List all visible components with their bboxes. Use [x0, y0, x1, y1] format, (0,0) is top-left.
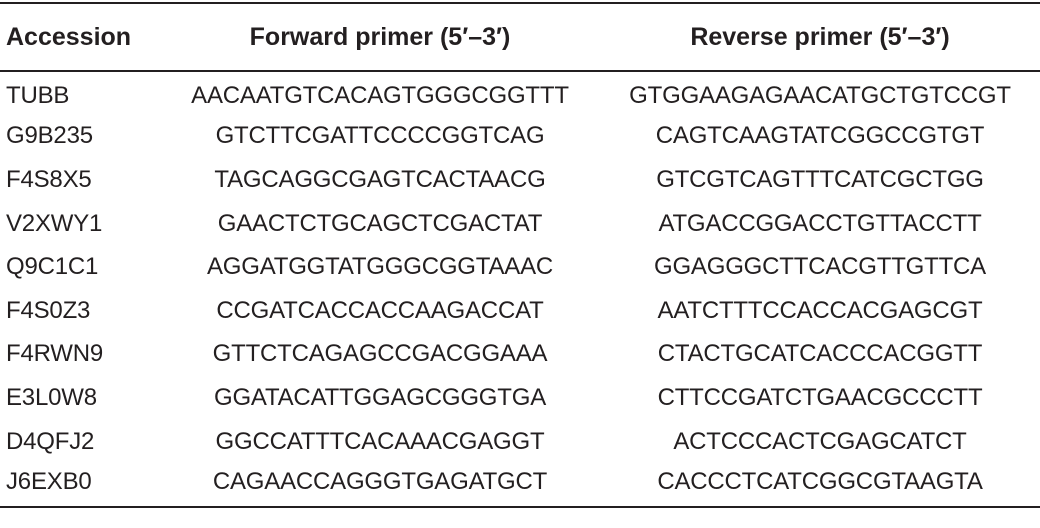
reverse-primer-cell: CTTCCGATCTGAACGCCCTT [657, 383, 983, 411]
header-forward-primer: Forward primer (5′–3′) [160, 2, 600, 72]
accession-cell: F4S0Z3 [6, 296, 91, 324]
accession-cell: D4QFJ2 [6, 427, 95, 455]
accession-cell: F4S8X5 [6, 165, 92, 193]
reverse-primer-cell: AATCTTTCCACCACGAGCGT [657, 296, 983, 324]
reverse-primer-cell: CAGTCAAGTATCGGCCGTGT [655, 122, 985, 150]
accession-cell: J6EXB0 [0, 463, 160, 508]
table-row: F4S8X5 TAGCAGGCGAGTCACTAACG GTCGTCAGTTTC… [0, 158, 1040, 202]
forward-primer-cell: CCGATCACCACCAAGACCAT [216, 296, 544, 324]
header-row: Accession Forward primer (5′–3′) Reverse… [0, 2, 1040, 72]
primer-table: Accession Forward primer (5′–3′) Reverse… [0, 2, 1040, 508]
accession-cell: V2XWY1 [6, 209, 103, 237]
accession-cell: Q9C1C1 [6, 253, 99, 281]
accession-cell: G9B235 [6, 122, 93, 150]
reverse-primer-cell: ATGACCGGACCTGTTACCTT [658, 209, 982, 237]
forward-primer-cell: TAGCAGGCGAGTCACTAACG [214, 165, 546, 193]
forward-primer-cell: GTTCTCAGAGCCGACGGAAA [212, 340, 548, 368]
table-row: G9B235 GTCTTCGATTCCCCGGTCAG CAGTCAAGTATC… [0, 115, 1040, 159]
table-row: D4QFJ2 GGCCATTTCACAAACGAGGT ACTCCCACTCGA… [0, 420, 1040, 464]
header-reverse-primer: Reverse primer (5′–3′) [600, 2, 1040, 72]
forward-primer-cell: AACAATGTCACAGTGGGCGGTTT [191, 82, 569, 110]
accession-cell: TUBB [6, 82, 70, 110]
reverse-primer-cell: GTCGTCAGTTTCATCGCTGG [656, 165, 984, 193]
reverse-primer-cell: CACCCTCATCGGCGTAAGTA [600, 463, 1040, 508]
forward-primer-cell: GGCCATTTCACAAACGAGGT [215, 427, 545, 455]
header-accession: Accession [0, 2, 160, 72]
table-row: V2XWY1 GAACTCTGCAGCTCGACTAT ATGACCGGACCT… [0, 202, 1040, 246]
accession-cell: E3L0W8 [6, 383, 97, 411]
table-row: F4S0Z3 CCGATCACCACCAAGACCAT AATCTTTCCACC… [0, 289, 1040, 333]
table-body: TUBB AACAATGTCACAGTGGGCGGTTT GTGGAAGAGAA… [0, 71, 1040, 508]
forward-primer-cell: AGGATGGTATGGGCGGTAAAC [206, 253, 554, 281]
reverse-primer-cell: GGAGGGCTTCACGTTGTTCA [654, 253, 986, 281]
reverse-primer-cell: CTACTGCATCACCCACGGTT [657, 340, 983, 368]
accession-cell: F4RWN9 [6, 340, 104, 368]
table-row: TUBB AACAATGTCACAGTGGGCGGTTT GTGGAAGAGAA… [0, 71, 1040, 115]
table-header: Accession Forward primer (5′–3′) Reverse… [0, 2, 1040, 72]
table-row: E3L0W8 GGATACATTGGAGCGGGTGA CTTCCGATCTGA… [0, 376, 1040, 420]
reverse-primer-cell: ACTCCCACTCGAGCATCT [673, 427, 967, 455]
table-row: F4RWN9 GTTCTCAGAGCCGACGGAAA CTACTGCATCAC… [0, 333, 1040, 377]
forward-primer-cell: GGATACATTGGAGCGGGTGA [213, 383, 546, 411]
forward-primer-cell: GAACTCTGCAGCTCGACTAT [217, 209, 543, 237]
forward-primer-cell: CAGAACCAGGGTGAGATGCT [160, 463, 600, 508]
forward-primer-cell: GTCTTCGATTCCCCGGTCAG [215, 122, 545, 150]
table-row: J6EXB0 CAGAACCAGGGTGAGATGCT CACCCTCATCGG… [0, 463, 1040, 508]
reverse-primer-cell: GTGGAAGAGAACATGCTGTCCGT [629, 82, 1011, 110]
table-row: Q9C1C1 AGGATGGTATGGGCGGTAAAC GGAGGGCTTCA… [0, 245, 1040, 289]
